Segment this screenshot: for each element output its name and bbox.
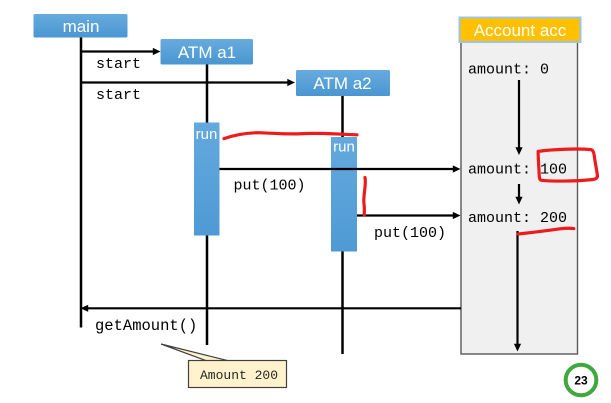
- svg-text:amount: 0: amount: 0: [468, 62, 549, 79]
- svg-text:put(100): put(100): [234, 178, 306, 195]
- svg-text:put(100): put(100): [374, 225, 446, 242]
- svg-text:amount: 100: amount: 100: [468, 162, 567, 179]
- svg-text:Amount 200: Amount 200: [200, 368, 278, 383]
- svg-text:ATM a2: ATM a2: [313, 74, 371, 93]
- svg-text:main: main: [63, 17, 100, 36]
- svg-text:run: run: [333, 139, 355, 156]
- svg-text:23: 23: [574, 374, 588, 388]
- svg-text:amount: 200: amount: 200: [468, 210, 567, 227]
- svg-text:getAmount(): getAmount(): [95, 317, 197, 335]
- svg-text:start: start: [96, 56, 141, 73]
- svg-text:start: start: [96, 87, 141, 104]
- svg-text:run: run: [196, 126, 218, 143]
- svg-text:Account acc: Account acc: [474, 21, 567, 40]
- svg-text:ATM a1: ATM a1: [178, 43, 236, 62]
